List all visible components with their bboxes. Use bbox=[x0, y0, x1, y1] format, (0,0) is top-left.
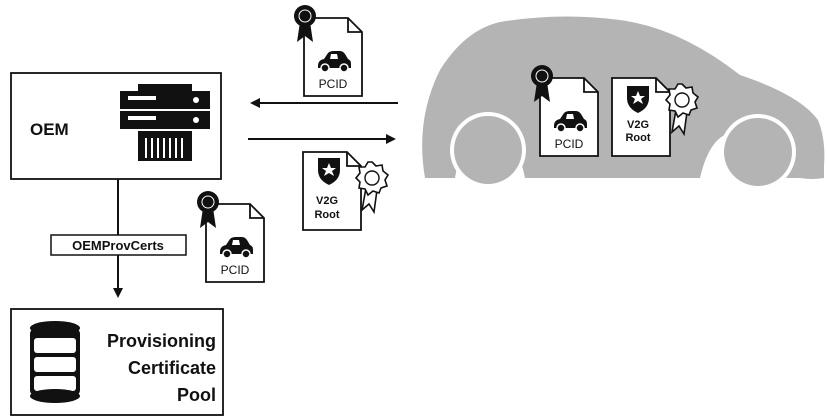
connector-label: OEMProvCerts bbox=[72, 238, 164, 253]
database-icon bbox=[30, 321, 80, 403]
server-icon bbox=[120, 84, 210, 161]
pcid-middle-label: PCID bbox=[221, 263, 250, 277]
pool-label-line1: Provisioning bbox=[107, 331, 216, 351]
pool-box: Provisioning Certificate Pool bbox=[10, 308, 224, 416]
v2g-root-middle-document: V2G Root bbox=[302, 151, 362, 231]
oem-box: OEM bbox=[10, 72, 222, 180]
car-v2g-label-1: V2G bbox=[627, 119, 649, 131]
pcid-top-document: PCID bbox=[303, 17, 363, 97]
pool-label-line3: Pool bbox=[177, 385, 216, 405]
car-pcid-label: PCID bbox=[555, 137, 584, 151]
oem-label: OEM bbox=[30, 120, 69, 139]
pcid-middle-document: PCID bbox=[205, 203, 265, 283]
pcid-top-label: PCID bbox=[319, 77, 348, 91]
v2g-middle-label-1: V2G bbox=[316, 195, 338, 207]
v2g-middle-label-2: Root bbox=[314, 209, 339, 221]
car-pcid-document: PCID bbox=[539, 77, 599, 157]
pool-label-line2: Certificate bbox=[128, 358, 216, 378]
car-v2g-root-document: V2G Root bbox=[611, 77, 671, 157]
connector-label-box: OEMProvCerts bbox=[50, 234, 187, 256]
car-v2g-label-2: Root bbox=[625, 132, 650, 144]
